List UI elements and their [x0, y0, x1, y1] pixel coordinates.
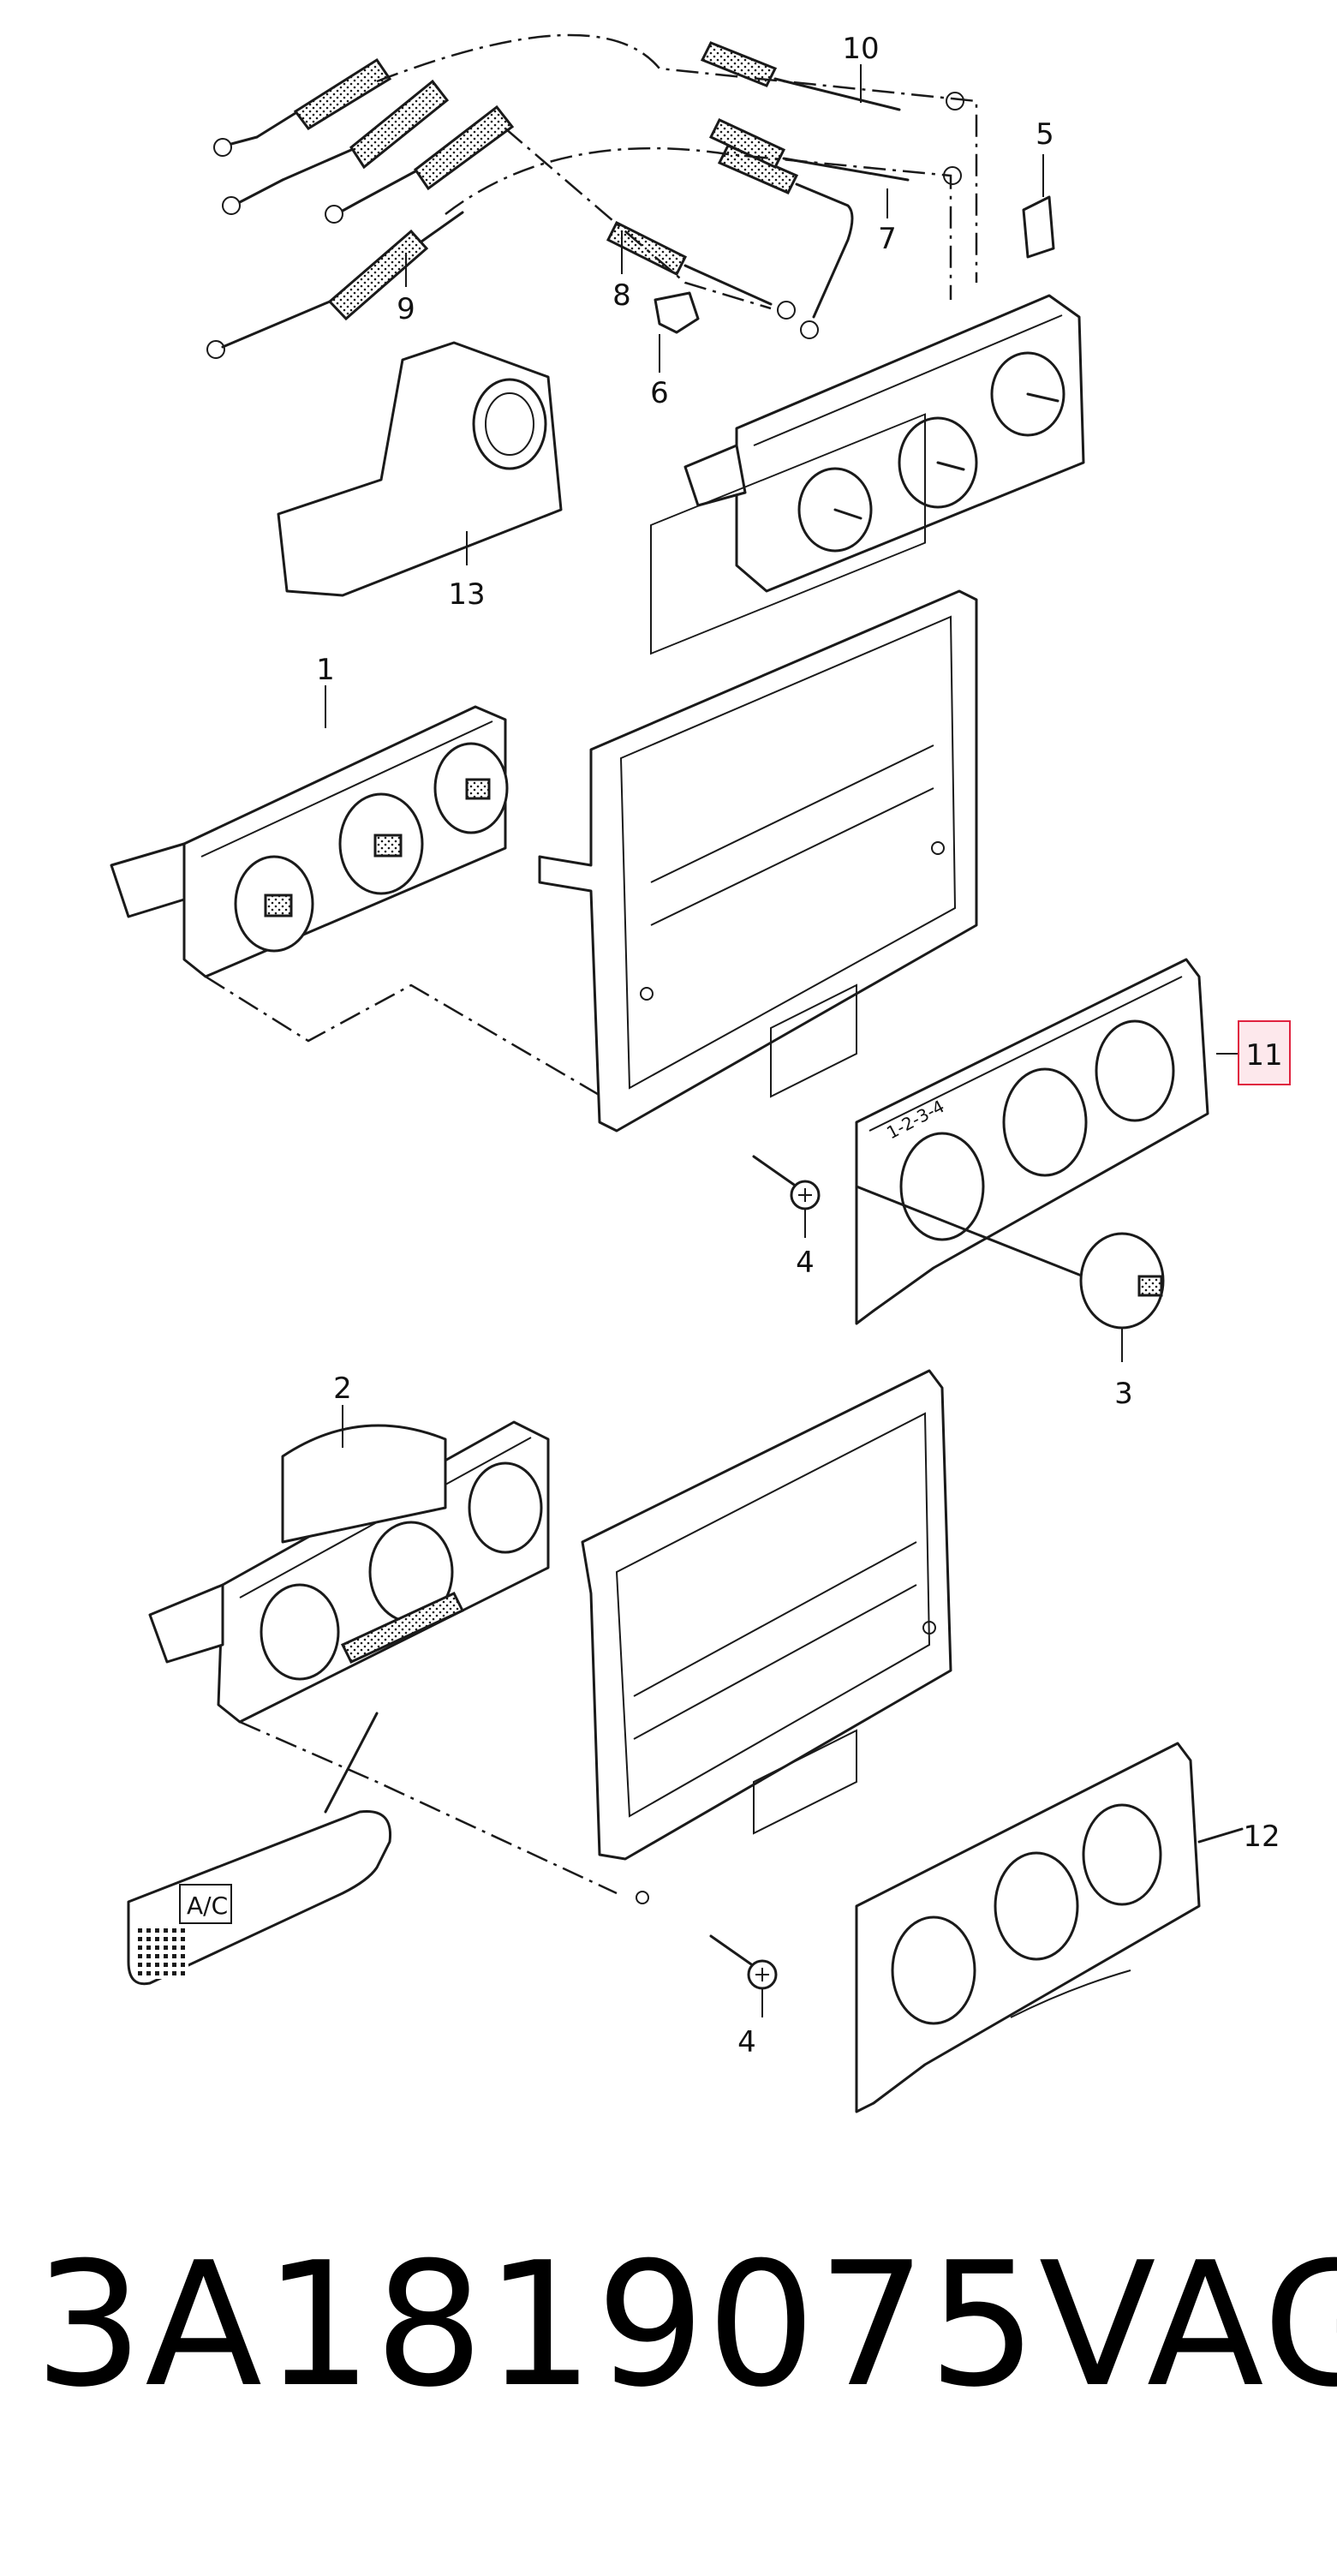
leader-line	[855, 1185, 1085, 1278]
routing-line	[504, 128, 772, 310]
leader-line	[1197, 1827, 1244, 1844]
callout-12: 12	[1243, 1820, 1280, 1854]
cable-9	[206, 211, 464, 359]
caption-bar: 3A1819075 VAG	[0, 2219, 1337, 2433]
clip-6	[654, 291, 700, 334]
callout-4-upper: 4	[796, 1246, 815, 1280]
mounting-bracket-upper	[538, 413, 978, 1133]
brand-name: VAG	[1038, 2226, 1337, 2425]
cable-9b	[213, 57, 392, 157]
control-panel-11: 1-2-3-4	[855, 958, 1209, 1325]
screw-4-lower	[709, 1934, 778, 2017]
routing-line	[376, 33, 978, 283]
routing-line	[205, 975, 618, 1107]
control-panel-12	[855, 1742, 1201, 2113]
cable-8	[606, 220, 796, 320]
trim-panel-13	[277, 341, 563, 597]
callout-5: 5	[1036, 117, 1054, 152]
part-number: 3A1819075	[34, 2226, 1039, 2425]
callout-2: 2	[333, 1372, 352, 1406]
callout-7: 7	[878, 222, 897, 256]
callout-10: 10	[842, 32, 879, 66]
callout-9: 9	[397, 292, 415, 326]
callout-1: 1	[316, 653, 335, 687]
ac-badge-label: A/C	[187, 1892, 228, 1920]
mounting-bracket-lower	[581, 1369, 952, 1904]
parts-diagram: 1-2-3-4 A/C	[110, 32, 1291, 2113]
routing-line	[239, 1720, 618, 1895]
routing-line	[445, 146, 952, 300]
callout-4-lower: 4	[737, 2025, 756, 2059]
control-unit-2	[148, 1420, 550, 1724]
callout-13: 13	[448, 577, 485, 612]
cable-9d	[325, 105, 515, 224]
ac-badge: A/C	[127, 1809, 392, 1986]
cable-10-upper	[700, 41, 964, 111]
leader-line	[324, 1712, 379, 1814]
control-unit-1	[110, 705, 509, 978]
callout-6: 6	[650, 376, 669, 410]
knob-3	[1079, 1232, 1165, 1362]
screw-4-upper	[752, 1155, 821, 1238]
callout-8: 8	[612, 278, 631, 313]
callout-11-highlight	[1238, 1020, 1291, 1085]
cable-9c	[222, 79, 450, 215]
callout-11: 11	[1245, 1038, 1282, 1073]
clip-5	[1022, 195, 1055, 259]
callout-3: 3	[1114, 1377, 1133, 1411]
cable-7	[717, 144, 854, 339]
control-unit-top	[683, 294, 1085, 593]
